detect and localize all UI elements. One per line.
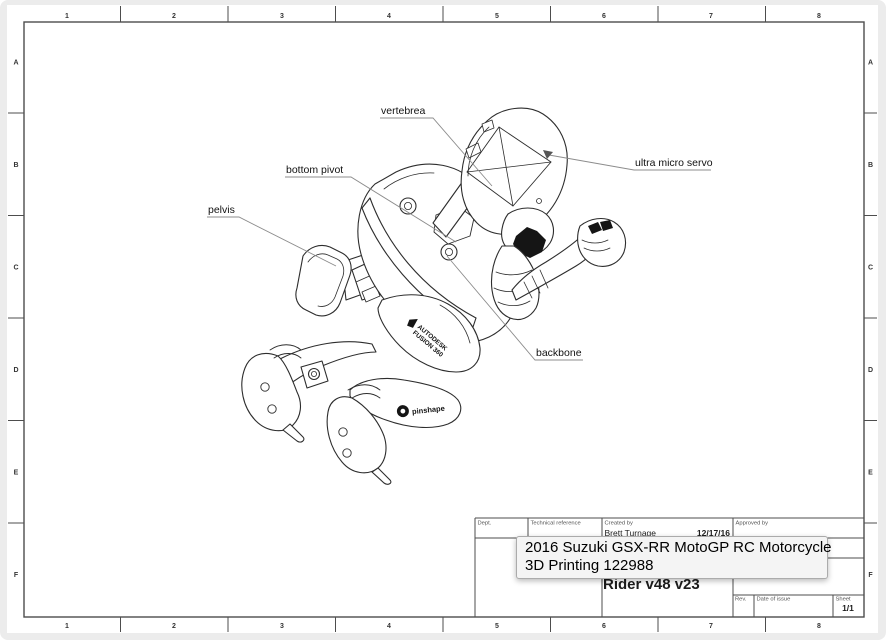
rev-label: Rev. [735, 597, 747, 603]
label-ultra-micro-servo: ultra micro servo [635, 157, 713, 169]
rider-arm [490, 207, 627, 321]
rider-thigh [377, 294, 481, 373]
zone-ticks [8, 6, 877, 632]
zone-col-label: 6 [602, 623, 606, 630]
rider-right-leg: AUTODESK FUSION 360 pinshape [326, 294, 481, 485]
rider-head-servo [460, 107, 568, 235]
zone-labels: 1 2 3 4 5 6 7 8 1 2 3 4 5 6 7 8 A B C D … [13, 13, 873, 630]
part-callouts: vertebrea bottom pivot pelvis ultra micr… [207, 105, 713, 361]
zone-col-label: 2 [172, 623, 176, 630]
zone-row-label: A [13, 60, 18, 67]
tooltip-line-1: 2016 Suzuki GSX-RR MotoGP RC Motorcycle [525, 539, 832, 556]
zone-row-label: E [14, 470, 19, 477]
sheet-frame [23, 21, 865, 618]
tooltip: 2016 Suzuki GSX-RR MotoGP RC Motorcycle … [516, 536, 832, 579]
label-backbone: backbone [536, 347, 582, 359]
zone-col-label: 4 [387, 13, 391, 20]
zone-row-label: F [14, 572, 19, 579]
zone-row-label: C [13, 265, 18, 272]
zone-row-label: D [868, 367, 873, 374]
zone-row-label: E [868, 470, 873, 477]
zone-col-label: 6 [602, 13, 606, 20]
tooltip-line-2: 3D Printing 122988 [525, 557, 654, 574]
sheet-label: Sheet [836, 597, 852, 603]
svg-text:pinshape: pinshape [412, 404, 446, 416]
zone-col-label: 1 [65, 623, 69, 630]
zone-col-label: 7 [709, 623, 713, 630]
zone-col-label: 3 [280, 13, 284, 20]
approved-by-label: Approved by [736, 521, 769, 527]
created-by-value: Brett Turnage [605, 528, 657, 538]
rider-figure: AUTODESK FUSION 360 pinshape [241, 107, 627, 485]
created-date: 12/17/16 [697, 528, 730, 538]
zone-row-label: C [868, 265, 873, 272]
zone-col-label: 7 [709, 13, 713, 20]
document-title: Rider v48 v23 [603, 576, 700, 593]
zone-row-label: B [13, 162, 18, 169]
zone-row-label: D [13, 367, 18, 374]
dept-label: Dept. [478, 521, 492, 527]
label-bottom-pivot: bottom pivot [286, 164, 343, 176]
label-pelvis: pelvis [208, 204, 235, 216]
leader-arrowhead [543, 150, 553, 159]
zone-col-label: 1 [65, 13, 69, 20]
sponsor-patch [513, 227, 546, 258]
zone-col-label: 5 [495, 623, 499, 630]
zone-col-label: 8 [817, 13, 821, 20]
pinshape-logo: pinshape [396, 404, 446, 418]
title-block: Dept. Technical reference Created by App… [474, 517, 864, 617]
zone-col-label: 2 [172, 13, 176, 20]
date-of-issue-label: Date of issue [757, 597, 791, 603]
zone-row-label: B [868, 162, 873, 169]
technical-reference-label: Technical reference [531, 521, 581, 527]
zone-col-label: 8 [817, 623, 821, 630]
label-vertebrea: vertebrea [381, 105, 426, 117]
created-by-label: Created by [605, 521, 633, 527]
zone-col-label: 4 [387, 623, 391, 630]
zone-col-label: 3 [280, 623, 284, 630]
rider-left-leg [241, 341, 377, 443]
zone-row-label: A [868, 60, 873, 67]
rider-calf [349, 377, 462, 428]
sheet-value: 1/1 [842, 603, 854, 613]
zone-col-label: 5 [495, 13, 499, 20]
zone-row-label: F [868, 572, 873, 579]
leader-lines [207, 117, 711, 361]
